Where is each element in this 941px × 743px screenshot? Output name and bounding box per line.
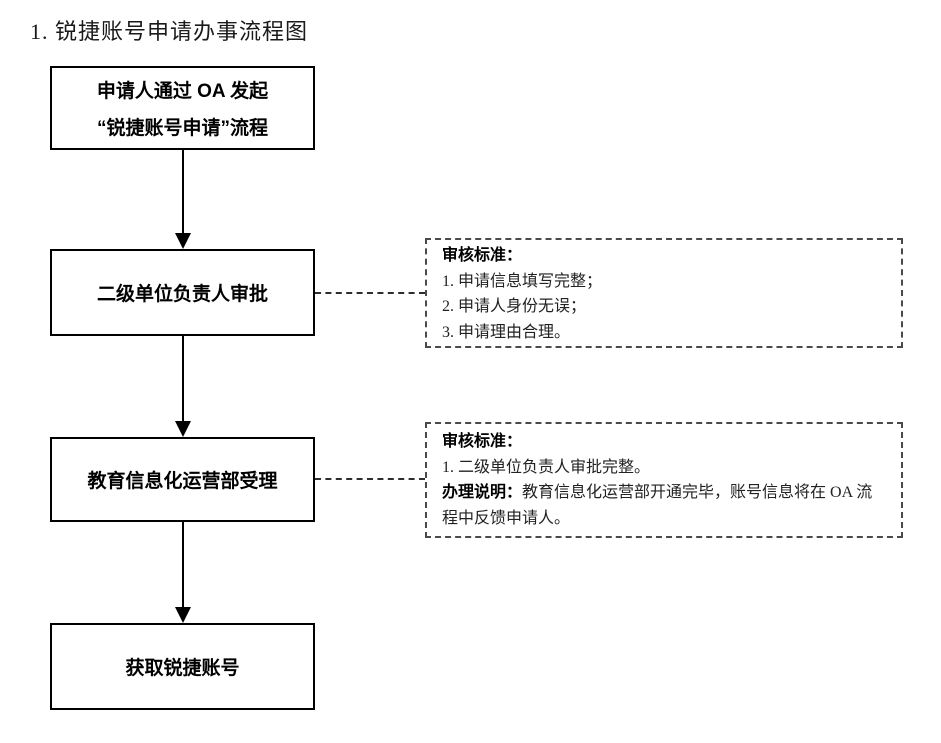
arrow-line — [182, 522, 184, 607]
annotation-note-heading: 办理说明： — [442, 484, 523, 501]
flow-connector-3 — [174, 522, 192, 623]
annotation-item: 2. 申请人身份无误； — [442, 298, 587, 315]
flow-node-result: 获取锐捷账号 — [50, 623, 315, 710]
flow-node-start-line-2: “锐捷账号申请”流程 — [96, 118, 268, 139]
arrow-down-icon — [175, 233, 191, 249]
arrow-down-icon — [175, 421, 191, 437]
annotation-heading: 审核标准： — [442, 247, 523, 264]
flow-node-approval: 二级单位负责人审批 — [50, 249, 315, 336]
annotation-item: 1. 申请信息填写完整； — [442, 272, 603, 290]
dashed-connector-1 — [315, 292, 425, 294]
flow-connector-2 — [174, 336, 192, 437]
annotation-heading: 审核标准： — [442, 433, 523, 450]
annotation-item: 3. 申请理由合理。 — [442, 323, 571, 341]
annotation-item: 1. 二级单位负责人审批完整。 — [442, 458, 651, 476]
arrow-line — [182, 150, 184, 233]
flow-node-start-line-1: 申请人通过 OA 发起 — [96, 81, 269, 102]
arrow-down-icon — [175, 607, 191, 623]
annotation-processing-criteria: 审核标准： 1. 二级单位负责人审批完整。 办理说明：教育信息化运营部开通完毕，… — [425, 422, 903, 538]
annotation-note-text: 教育信息化运营部开通完毕，账号信息将在 OA 流程中反馈申请人。 — [442, 484, 873, 527]
flow-node-start: 申请人通过 OA 发起 “锐捷账号申请”流程 — [50, 66, 315, 150]
dashed-connector-2 — [315, 478, 425, 480]
flow-node-processing-label: 教育信息化运营部受理 — [87, 471, 278, 492]
annotation-note: 办理说明：教育信息化运营部开通完毕，账号信息将在 OA 流程中反馈申请人。 — [442, 480, 886, 531]
flow-connector-1 — [174, 150, 192, 249]
flow-node-approval-label: 二级单位负责人审批 — [96, 284, 268, 305]
arrow-line — [182, 336, 184, 421]
page-title: 1. 锐捷账号申请办事流程图 — [30, 19, 309, 44]
flow-node-processing: 教育信息化运营部受理 — [50, 437, 315, 522]
annotation-approval-criteria: 审核标准： 1. 申请信息填写完整； 2. 申请人身份无误； 3. 申请理由合理… — [425, 238, 903, 348]
flow-node-result-label: 获取锐捷账号 — [125, 658, 240, 679]
